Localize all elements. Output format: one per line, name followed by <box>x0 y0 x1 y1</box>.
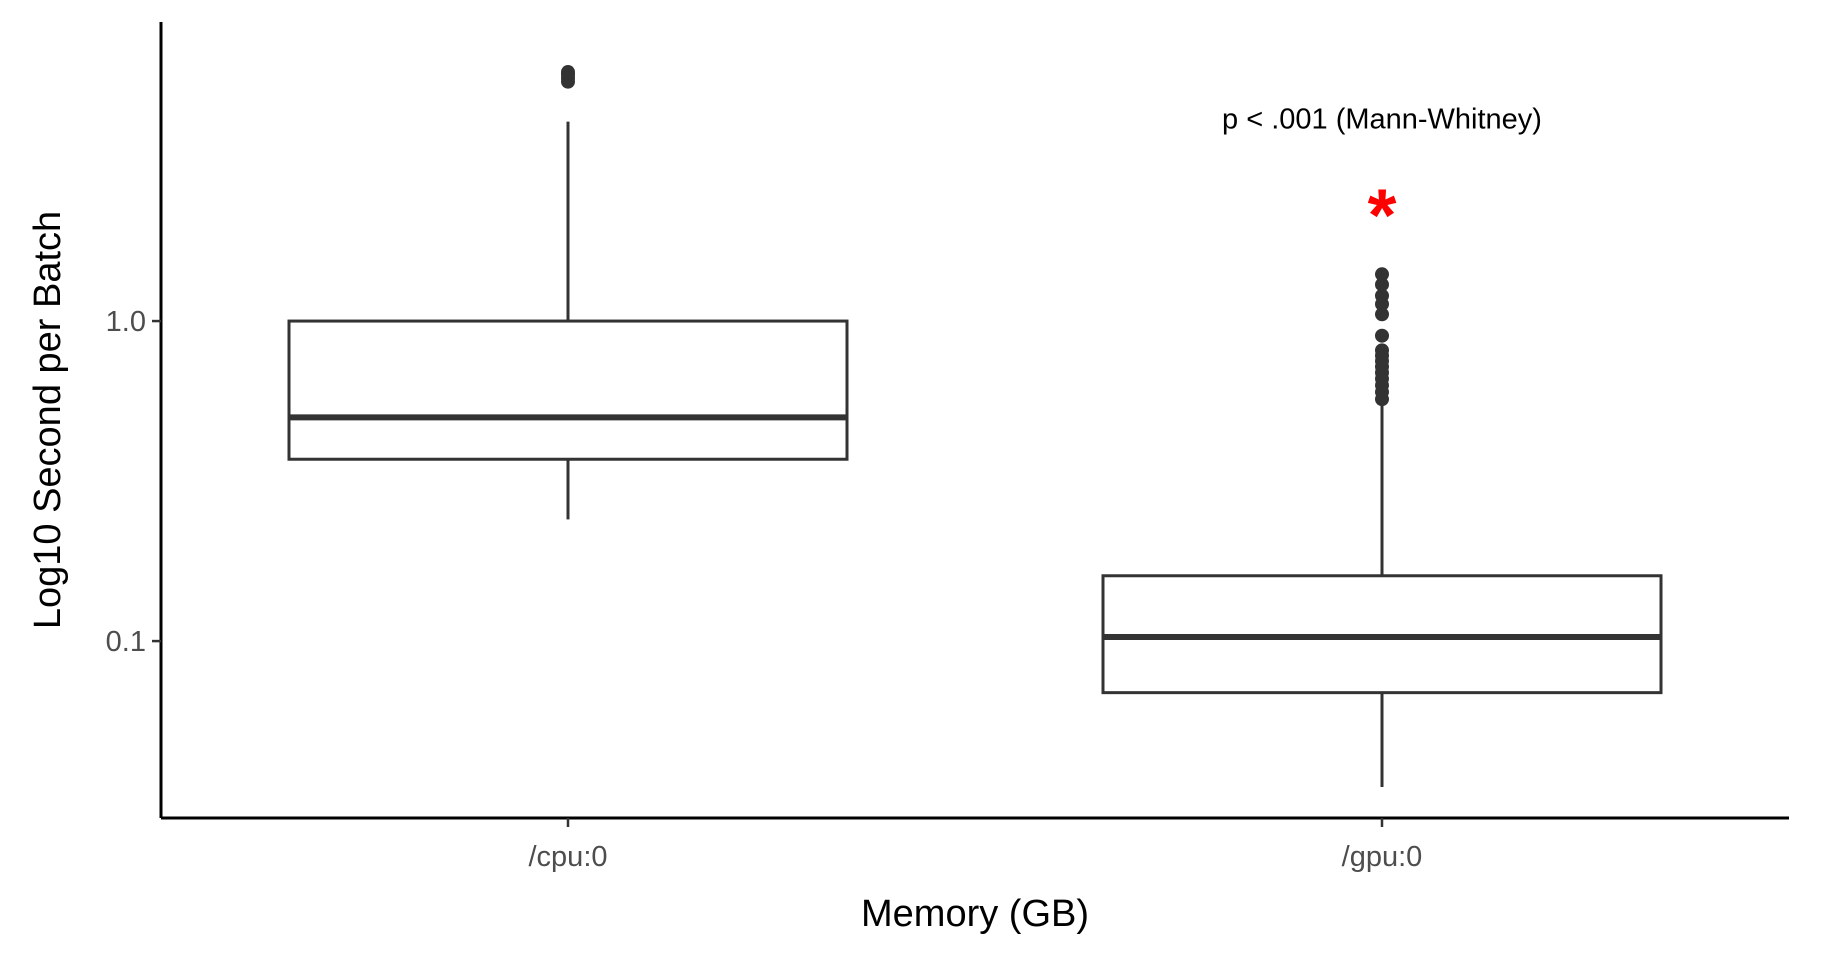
y-axis-title: Log10 Second per Batch <box>27 211 69 629</box>
outlier-point <box>1375 307 1389 322</box>
y-axis-ticks: 0.1 1.0 <box>106 306 161 658</box>
y-tick-label: 0.1 <box>106 626 146 658</box>
x-tick-label: /gpu:0 <box>1342 841 1423 873</box>
plot-marks <box>287 65 1663 787</box>
outlier-point <box>1375 277 1389 292</box>
outlier-point <box>1375 288 1389 303</box>
outlier-point <box>1375 343 1389 358</box>
p-value-annotation: p < .001 (Mann-Whitney) <box>1222 103 1542 135</box>
annotations: p < .001 (Mann-Whitney) * <box>1222 103 1542 256</box>
iqr-box <box>287 319 849 461</box>
outlier-point <box>561 65 575 80</box>
box-group-cpu0 <box>287 65 849 520</box>
x-tick-label: /cpu:0 <box>529 841 608 873</box>
x-axis-title: Memory (GB) <box>861 893 1089 935</box>
outlier-point <box>1375 267 1389 282</box>
x-axis-ticks: /cpu:0/gpu:0 <box>529 818 1423 873</box>
y-tick-label: 1.0 <box>106 306 146 338</box>
box-group-gpu0 <box>1101 267 1663 787</box>
significance-asterisk: * <box>1368 174 1397 257</box>
outlier-point <box>1375 328 1389 343</box>
